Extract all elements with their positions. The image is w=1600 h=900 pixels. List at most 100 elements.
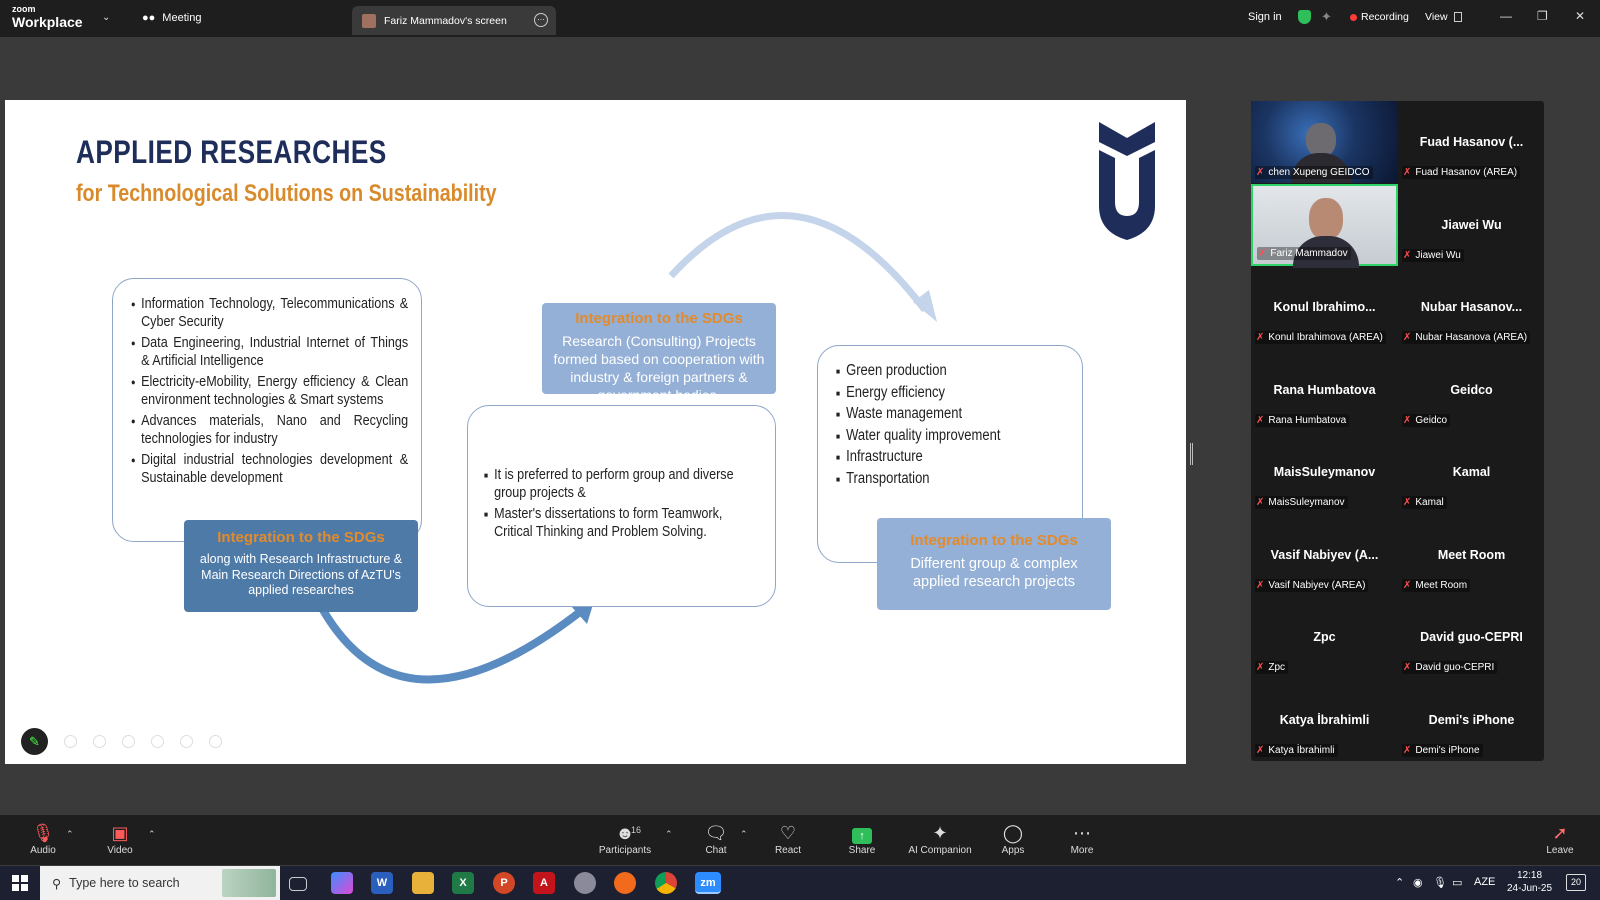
- chat-button[interactable]: 🗨 Chat: [686, 822, 746, 856]
- participant-name: Kamal: [1415, 497, 1444, 508]
- close-icon[interactable]: ✕: [1575, 9, 1586, 23]
- chevron-up-icon[interactable]: ⌃: [66, 829, 74, 839]
- leave-label: Leave: [1546, 845, 1574, 856]
- list-item: Water quality improvement: [836, 425, 1043, 446]
- chevron-up-icon[interactable]: ⌃: [740, 829, 748, 839]
- participant-tile[interactable]: Katya İbrahimli✗Katya İbrahimli: [1251, 679, 1398, 761]
- ai-companion-button[interactable]: ✦ AI Companion: [905, 822, 975, 856]
- menu-icon[interactable]: [180, 735, 193, 748]
- ai-companion-label: AI Companion: [908, 845, 972, 856]
- chat-label: Chat: [705, 845, 727, 856]
- more-options-icon[interactable]: ···: [534, 13, 548, 27]
- participant-tile[interactable]: Nubar Hasanov...✗Nubar Hasanova (AREA): [1398, 266, 1545, 348]
- participant-tile[interactable]: David guo-CEPRI✗David guo-CEPRI: [1398, 596, 1545, 678]
- excel-icon[interactable]: X: [452, 872, 474, 894]
- participant-tile[interactable]: MaisSuleymanov✗MaisSuleymanov: [1251, 431, 1398, 513]
- shared-screen-tab[interactable]: Fariz Mammadov's screen ···: [352, 6, 556, 35]
- participant-tile[interactable]: Rana Humbatova✗Rana Humbatova: [1251, 349, 1398, 431]
- minimize-icon[interactable]: —: [1500, 9, 1512, 23]
- app-icon[interactable]: [574, 872, 596, 894]
- participant-name: Fuad Hasanov (AREA): [1415, 167, 1518, 178]
- participant-tile[interactable]: ✗chen Xupeng GEIDCO: [1251, 101, 1398, 183]
- mic-muted-icon: ✗: [1256, 744, 1265, 756]
- participant-tile[interactable]: Geidco✗Geidco: [1398, 349, 1545, 431]
- chevron-up-icon[interactable]: ⌃: [148, 829, 156, 839]
- meeting-tab[interactable]: ●● Meeting: [142, 12, 201, 24]
- participant-tile[interactable]: Konul Ibrahimo...✗Konul Ibrahimova (AREA…: [1251, 266, 1398, 348]
- chrome-icon[interactable]: [655, 872, 677, 894]
- firefox-icon[interactable]: [614, 872, 636, 894]
- participant-name: chen Xupeng GEIDCO: [1268, 167, 1370, 178]
- apps-button[interactable]: ◯ Apps: [983, 822, 1043, 856]
- video-button[interactable]: ▣ Video: [90, 822, 150, 856]
- participants-icon: ☻16: [595, 822, 655, 844]
- participant-display-name: Konul Ibrahimo...: [1273, 300, 1376, 314]
- share-button[interactable]: ↑ Share: [832, 822, 892, 856]
- participant-name-label: ✗Fariz Mammadov: [1257, 246, 1351, 260]
- shield-icon[interactable]: [1298, 10, 1311, 24]
- copilot-icon[interactable]: [331, 872, 353, 894]
- card-body: Research (Consulting) Projects formed ba…: [553, 333, 765, 403]
- file-explorer-icon[interactable]: [412, 872, 434, 894]
- network-icon[interactable]: ◉: [1413, 877, 1423, 889]
- participant-tile[interactable]: Fuad Hasanov (...✗Fuad Hasanov (AREA): [1398, 101, 1545, 183]
- participant-tile[interactable]: Kamal✗Kamal: [1398, 431, 1545, 513]
- recording-indicator[interactable]: Recording: [1350, 11, 1409, 23]
- participant-tile[interactable]: ✗Fariz Mammadov: [1251, 183, 1398, 268]
- chevron-down-icon[interactable]: ⌄: [102, 12, 111, 23]
- sign-in-button[interactable]: Sign in: [1248, 11, 1282, 23]
- zoom-app-icon[interactable]: zm: [695, 872, 721, 894]
- eraser-icon[interactable]: [93, 735, 106, 748]
- leave-button[interactable]: ➚ Leave: [1530, 822, 1590, 856]
- participant-name: Fariz Mammadov: [1270, 247, 1348, 259]
- mic-muted-icon: ✗: [1403, 497, 1412, 508]
- more-button[interactable]: ⋯ More: [1052, 822, 1112, 856]
- record-dot-icon: [1350, 13, 1357, 21]
- restore-icon[interactable]: ❐: [1537, 9, 1548, 23]
- system-clock[interactable]: 12:18 24-Jun-25: [1507, 869, 1552, 895]
- zoom-workplace-logo[interactable]: zoom Workplace: [12, 5, 83, 30]
- taskbar-search[interactable]: ⚲ Type here to search: [40, 866, 280, 900]
- university-logo-icon: [1099, 122, 1155, 240]
- sparkle-icon[interactable]: ✦: [1321, 9, 1332, 24]
- microphone-icon[interactable]: 🎙: [1433, 877, 1447, 889]
- audio-button[interactable]: 🎙 Audio: [13, 822, 73, 856]
- word-icon[interactable]: W: [371, 872, 393, 894]
- zoom-title-bar: zoom Workplace ⌄ ●● Meeting Fariz Mammad…: [0, 0, 1600, 37]
- notification-center-icon[interactable]: 20: [1566, 874, 1586, 891]
- powerpoint-icon[interactable]: P: [493, 872, 515, 894]
- participant-tile[interactable]: Vasif Nabiyev (A...✗Vasif Nabiyev (AREA): [1251, 514, 1398, 596]
- participant-count: 16: [631, 825, 642, 835]
- search-highlight-image: [222, 869, 276, 897]
- acrobat-icon[interactable]: A: [533, 872, 555, 894]
- windows-start-icon[interactable]: [12, 875, 28, 891]
- card-title: Integration to the SDGs: [217, 529, 385, 546]
- list-item: Infrastructure: [836, 446, 1043, 468]
- react-button[interactable]: ♡ React: [758, 822, 818, 856]
- participant-name: Meet Room: [1415, 579, 1468, 591]
- list-item: Waste management: [836, 403, 1043, 425]
- task-view-icon[interactable]: [289, 877, 307, 891]
- card-body: along with Research Infrastructure & Mai…: [199, 552, 403, 597]
- participant-tile[interactable]: Zpc✗Zpc: [1251, 596, 1398, 678]
- participants-button[interactable]: ☻16 Participants: [595, 822, 655, 856]
- mic-muted-icon: ✗: [1403, 249, 1412, 261]
- display-icon[interactable]: ▭: [1452, 877, 1463, 889]
- mic-muted-icon: ✗: [1256, 579, 1265, 591]
- participant-tile[interactable]: Demi's iPhone✗Demi's iPhone: [1398, 679, 1545, 761]
- participant-tile[interactable]: Jiawei Wu✗Jiawei Wu: [1398, 184, 1545, 266]
- card-title: Integration to the SDGs: [910, 532, 1078, 549]
- participant-name-label: ✗Vasif Nabiyev (AREA): [1255, 578, 1369, 592]
- view-button[interactable]: View: [1425, 11, 1462, 23]
- zoom-icon[interactable]: [151, 735, 164, 748]
- language-indicator[interactable]: AZE: [1474, 876, 1496, 888]
- pen-icon[interactable]: ✎: [21, 728, 48, 755]
- undo-icon[interactable]: [64, 735, 77, 748]
- resize-handle[interactable]: [1190, 443, 1193, 465]
- more-icon[interactable]: [209, 735, 222, 748]
- chevron-up-icon[interactable]: ⌃: [1395, 877, 1405, 889]
- copy-icon[interactable]: [122, 735, 135, 748]
- participant-display-name: Demi's iPhone: [1428, 712, 1515, 727]
- participant-tile[interactable]: Meet Room✗Meet Room: [1398, 514, 1545, 596]
- chevron-up-icon[interactable]: ⌃: [665, 829, 673, 839]
